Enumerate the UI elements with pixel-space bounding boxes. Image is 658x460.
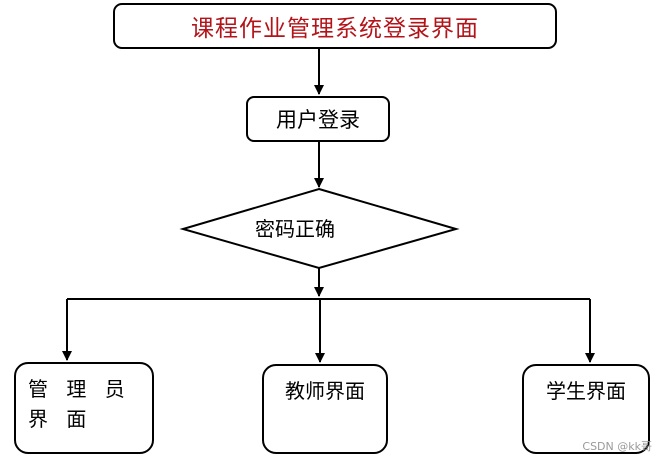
decision-node-label: 密码正确	[255, 217, 335, 241]
watermark: CSDN @kk哥	[582, 440, 652, 453]
teacher-interface-label: 教师界面	[285, 379, 365, 403]
title-node-label: 课程作业管理系统登录界面	[191, 16, 479, 42]
title-node: 课程作业管理系统登录界面	[113, 3, 557, 49]
student-interface-label: 学生界面	[546, 379, 626, 403]
login-node-label: 用户登录	[276, 108, 360, 132]
login-node: 用户登录	[246, 96, 390, 142]
teacher-interface-node: 教师界面	[262, 364, 388, 454]
admin-interface-label: 管 理 员 界 面	[28, 377, 131, 431]
student-interface-node: 学生界面	[522, 364, 650, 454]
admin-interface-node: 管 理 员 界 面	[14, 362, 154, 454]
